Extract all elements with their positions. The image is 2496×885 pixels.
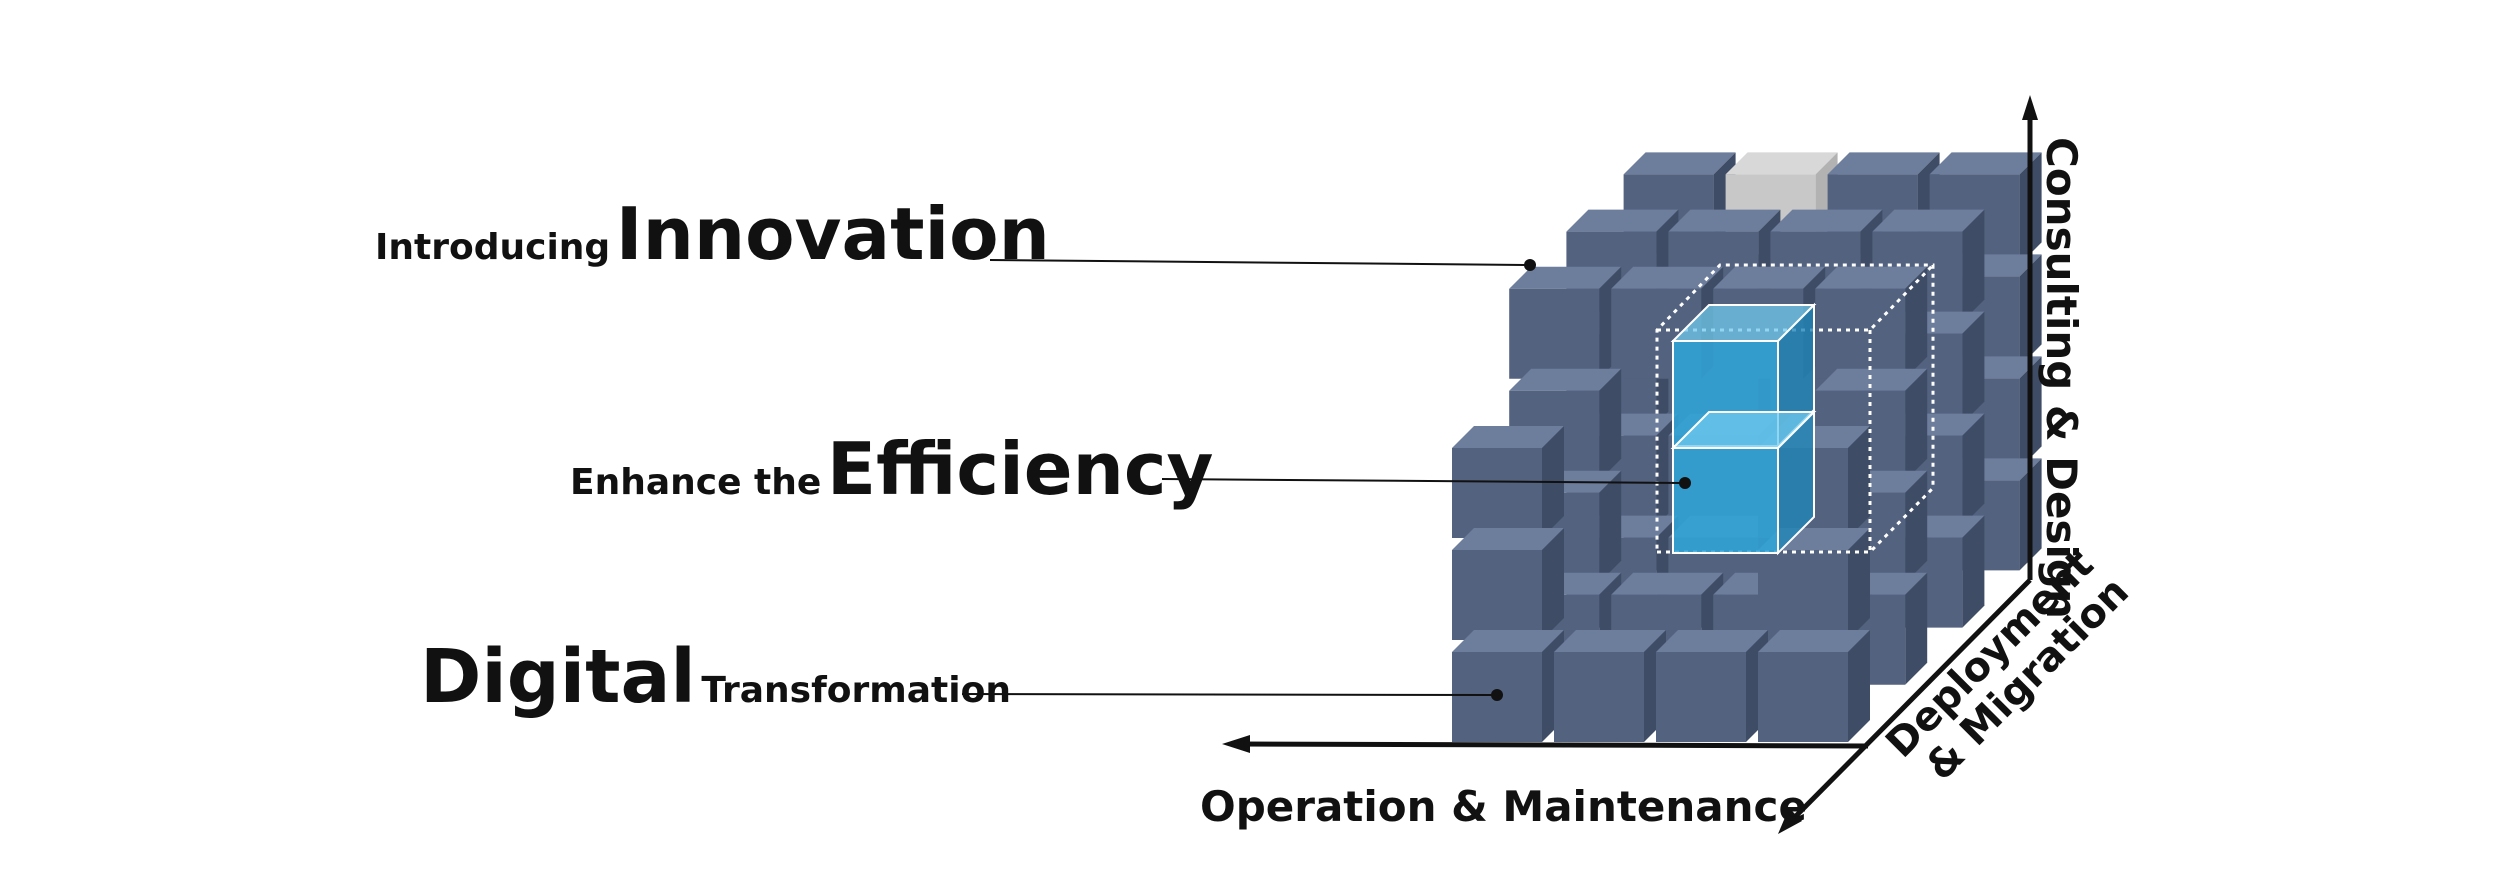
cube-front-face: [1452, 550, 1542, 640]
cube-front-face: [1656, 652, 1746, 742]
leader-line-innovation: [989, 259, 1529, 266]
cube-side-face: [1848, 630, 1870, 742]
cube-top-face: [1623, 152, 1736, 175]
axes-group: [1222, 95, 2038, 834]
cube-top-face: [1452, 528, 1564, 550]
cube-front-face: [1452, 448, 1542, 538]
cube-top-face: [1872, 209, 1985, 232]
highlight-front-face: [1672, 447, 1779, 554]
cube-top-face: [1554, 630, 1666, 652]
label-efficiency-big: Efficiency: [826, 427, 1214, 511]
label-efficiency: Enhance the Efficiency: [570, 433, 1213, 505]
leader-lines: [961, 259, 1691, 701]
cube-side-face: [1599, 368, 1622, 481]
cube-side-face: [1962, 413, 1985, 526]
grid-cube: [1452, 426, 1564, 538]
depth-axis-line: [1788, 578, 2032, 824]
cube-side-face: [1905, 266, 1928, 379]
highlight-cube-lower: [1670, 409, 1817, 556]
cube-side-face: [1905, 368, 1928, 481]
grid-cube: [1656, 630, 1768, 742]
cube-top-face: [1668, 209, 1781, 232]
cube-top-face: [1815, 266, 1928, 289]
leader-dot-digital: [1491, 689, 1503, 701]
cube-side-face: [1599, 470, 1622, 583]
dotted-box-edge-1: [1657, 263, 1935, 332]
cube-side-face: [1962, 515, 1985, 628]
label-efficiency-small: Enhance the: [570, 462, 822, 503]
grid-cube: [1554, 630, 1666, 742]
cube-top-face: [1452, 630, 1564, 652]
cube-top-face: [1452, 426, 1564, 448]
cube-side-face: [1962, 209, 1985, 322]
grid-cube: [1509, 266, 1622, 379]
highlighted-cubes: [1670, 302, 1817, 556]
grid-cube: [1758, 528, 1870, 640]
axis-label-horizontal: Operation & Maintenance: [1200, 782, 1807, 831]
horizontal-axis-line: [1239, 741, 1869, 749]
leader-dot-innovation: [1524, 259, 1536, 271]
cube-top-face: [1566, 209, 1679, 232]
cube-top-face: [1611, 572, 1724, 595]
cube-side-face: [1962, 311, 1985, 424]
cube-front-face: [1815, 288, 1906, 379]
cube-top-face: [1713, 266, 1826, 289]
cube-side-face: [1542, 528, 1564, 640]
cube-top-face: [1827, 152, 1940, 175]
dotted-selection-box: [1655, 263, 1935, 554]
cube-front-face: [1554, 652, 1644, 742]
label-digital-big: Digital: [420, 634, 696, 720]
cube-top-face: [1656, 630, 1768, 652]
leader-dot-efficiency: [1679, 477, 1691, 489]
label-innovation: Introducing Innovation: [375, 198, 1050, 270]
depth-axis-arrowhead: [1778, 808, 1802, 834]
cube-top-face: [1770, 209, 1883, 232]
grid-cube: [1815, 266, 1928, 379]
cube-top-face: [1725, 152, 1838, 175]
label-digital-small: Transformation: [701, 670, 1011, 711]
label-digital: Digital Transformation: [420, 640, 1011, 714]
leader-line-efficiency: [1161, 478, 1684, 484]
cube-top-face: [1509, 368, 1622, 391]
cube-side-face: [1905, 572, 1928, 685]
grid-cube: [1452, 528, 1564, 640]
vertical-axis-arrowhead: [2022, 95, 2038, 120]
cube-front-face: [1758, 652, 1848, 742]
cube-side-face: [1905, 470, 1928, 583]
cube-front-face: [1758, 550, 1848, 640]
cube-top-face: [1611, 266, 1724, 289]
cube-side-face: [1848, 528, 1870, 640]
cube-top-face: [1509, 266, 1622, 289]
cube-top-face: [1929, 152, 2042, 175]
cube-front-face: [1509, 288, 1600, 379]
cube-top-face: [1815, 368, 1928, 391]
label-innovation-big: Innovation: [615, 192, 1050, 276]
grid-cube: [1758, 630, 1870, 742]
grid-cube: [1452, 630, 1564, 742]
horizontal-axis-arrowhead: [1222, 735, 1250, 753]
label-innovation-small: Introducing: [375, 227, 611, 268]
cube-side-face: [1848, 426, 1870, 538]
cube-top-face: [1758, 630, 1870, 652]
leader-line-digital: [961, 693, 1496, 696]
